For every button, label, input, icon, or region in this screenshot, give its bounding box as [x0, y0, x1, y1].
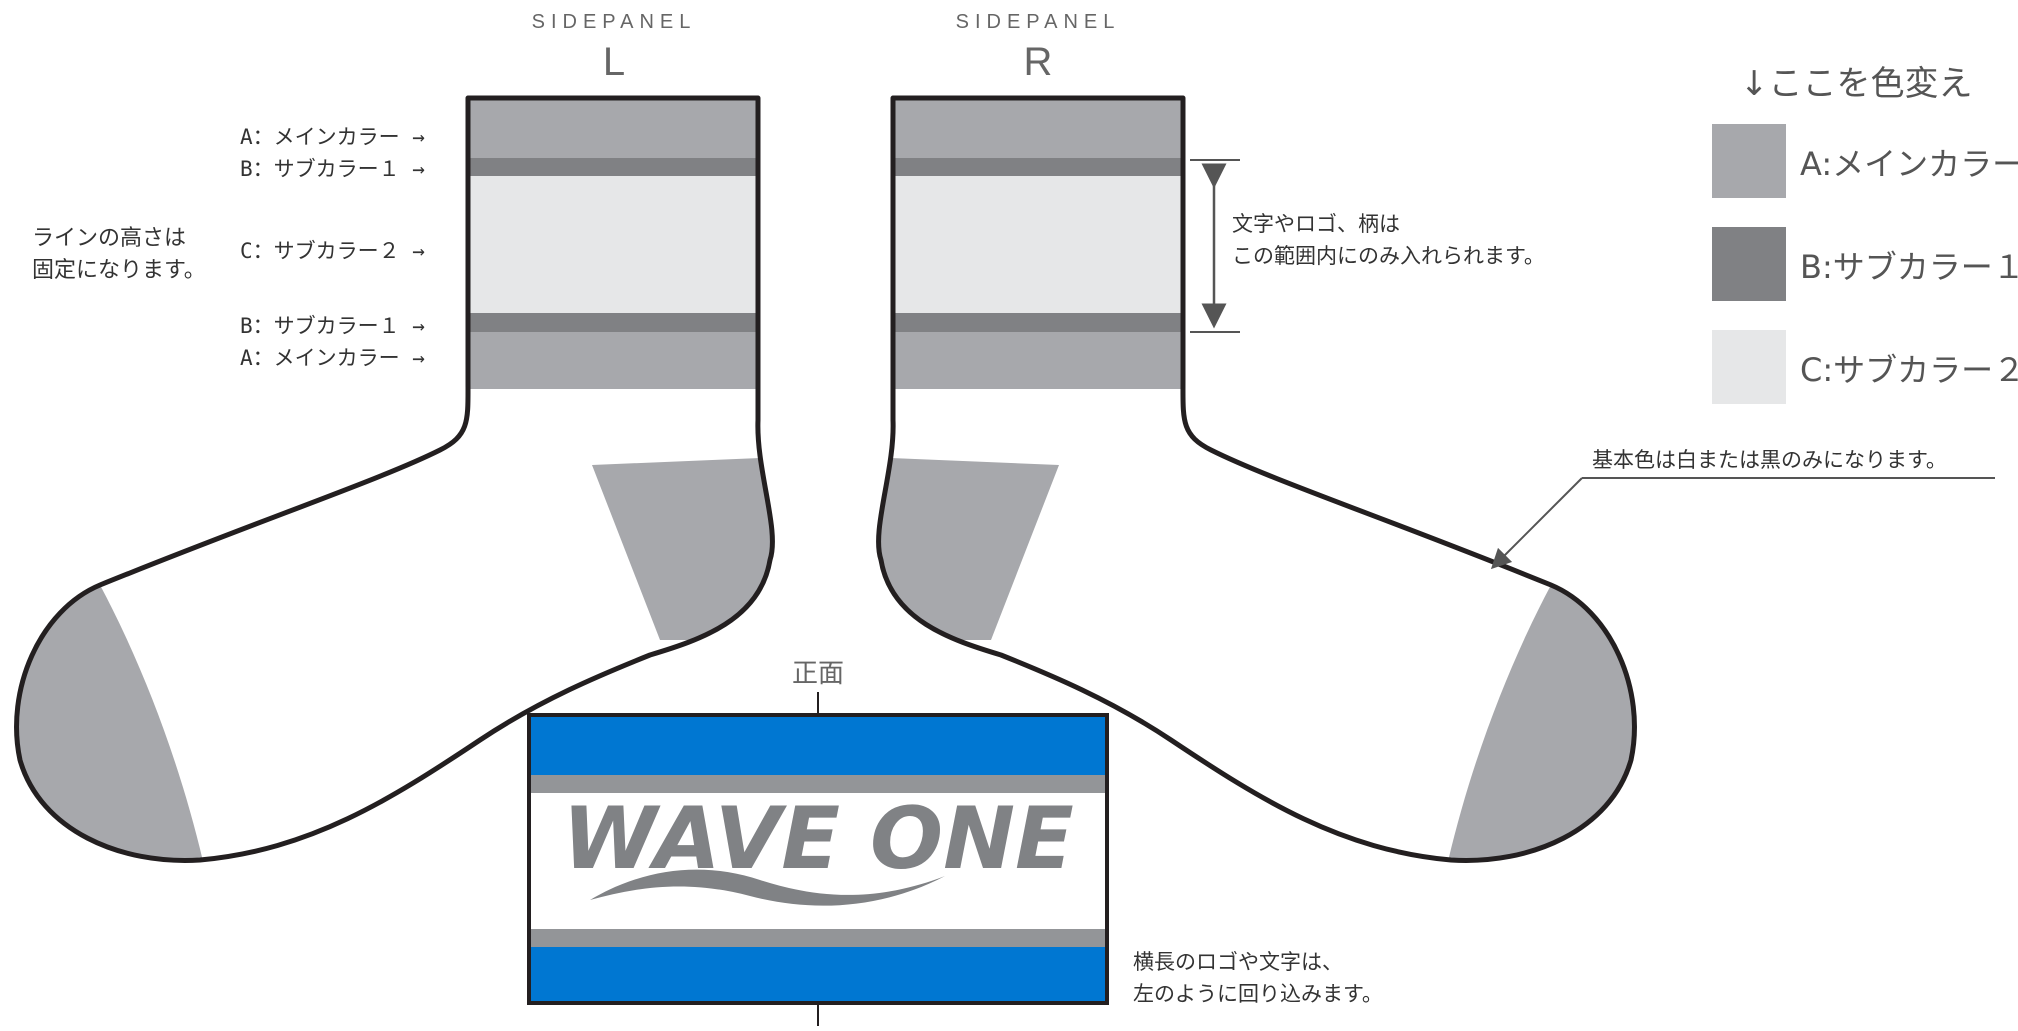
left-sock-outline: [14, 95, 775, 863]
front-band-blue-bottom: [529, 947, 1107, 1003]
left-band-b-bottom: [460, 313, 770, 332]
right-band-a-top: [880, 98, 1190, 158]
legend-swatch-c: [1712, 330, 1786, 404]
front-band-gray-bottom: [529, 929, 1107, 947]
range-note-line-2: この範囲内にのみ入れられます。: [1232, 244, 1545, 268]
right-band-c: [880, 176, 1190, 313]
legend-swatch-b: [1712, 227, 1786, 301]
callout-arrow: [1490, 477, 1583, 570]
label-c: C：サブカラー２ →: [240, 239, 425, 263]
base-color-callout: 基本色は白または黒のみになります。: [1490, 448, 1995, 570]
front-logo-wave: [590, 869, 945, 906]
right-band-b-bottom: [880, 313, 1190, 332]
legend-swatch-a: [1712, 124, 1786, 198]
right-band-b-top: [880, 158, 1190, 176]
legend-label-c: C:サブカラー２: [1800, 351, 2018, 389]
left-band-b-top: [460, 158, 770, 176]
range-note-line-1: 文字やロゴ、柄は: [1232, 212, 1400, 236]
right-toe-patch: [1446, 560, 1635, 861]
wrap-note-line-2: 左のように回り込みます。: [1133, 982, 1383, 1006]
left-band-labels: A：メインカラー → B：サブカラー１ → C：サブカラー２ → B：サブカラー…: [240, 125, 425, 370]
right-band-a-bottom: [880, 332, 1190, 389]
legend-title: ↓ここを色変え: [1740, 64, 1973, 104]
left-heel-patch: [592, 458, 773, 640]
left-band-c: [460, 176, 770, 313]
right-heel-patch: [878, 458, 1059, 640]
base-color-note: 基本色は白または黒のみになります。: [1592, 448, 1947, 472]
right-sidepanel-letter: R: [1024, 40, 1053, 84]
label-a-bottom: A：メインカラー →: [240, 346, 425, 370]
color-legend: ↓ここを色変え A:メインカラー B:サブカラー１ C:サブカラー２: [1712, 64, 2018, 404]
left-band-a-bottom: [460, 332, 770, 389]
front-band-gray-top: [529, 775, 1107, 793]
front-logo-text: WAVE ONE: [562, 789, 1074, 889]
front-label: 正面: [792, 659, 844, 689]
height-note: ラインの高さは 固定になります。: [32, 226, 206, 283]
label-a-top: A：メインカラー →: [240, 125, 425, 149]
left-toe-patch: [16, 560, 205, 861]
left-sidepanel-header: SIDEPANEL L: [532, 11, 697, 84]
height-note-line-2: 固定になります。: [32, 258, 206, 283]
height-note-line-1: ラインの高さは: [32, 226, 186, 251]
left-band-a-top: [460, 98, 770, 158]
front-view: 正面 WAVE ONE 横長のロゴや文字は、 左のように回り込みます。: [527, 659, 1383, 1026]
wrap-note-line-1: 横長のロゴや文字は、: [1133, 950, 1343, 974]
legend-label-b: B:サブカラー１: [1800, 248, 2018, 286]
front-band-blue-top: [529, 715, 1107, 775]
left-sidepanel-title: SIDEPANEL: [532, 11, 697, 33]
design-range-indicator: 文字やロゴ、柄は この範囲内にのみ入れられます。: [1190, 159, 1545, 333]
label-b-bottom: B：サブカラー１ →: [240, 314, 425, 338]
label-b-top: B：サブカラー１ →: [240, 157, 425, 181]
left-sidepanel-letter: L: [603, 40, 625, 84]
right-sidepanel-title: SIDEPANEL: [956, 11, 1121, 33]
right-sock-outline: [876, 95, 1637, 863]
legend-label-a: A:メインカラー: [1800, 145, 2018, 183]
right-sidepanel-header: SIDEPANEL R: [956, 11, 1121, 84]
